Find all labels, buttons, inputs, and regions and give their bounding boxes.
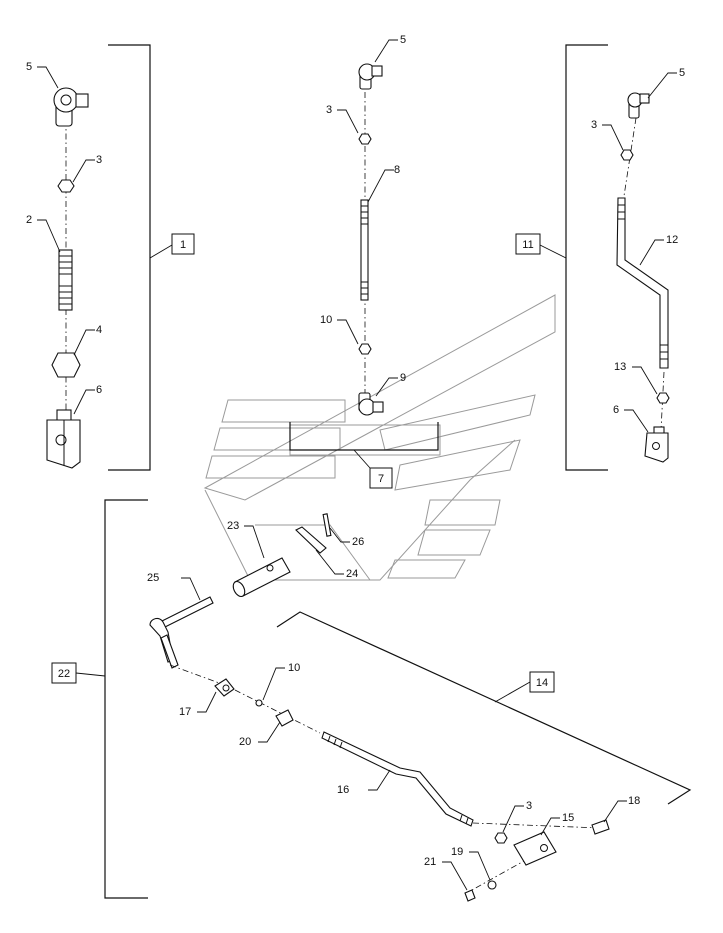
callout-3: 3 [526, 800, 532, 812]
clevis-part [644, 426, 669, 463]
threaded-stud-part [58, 249, 73, 311]
callout-26: 26 [352, 536, 364, 548]
lever-shaft-part [149, 596, 214, 669]
callout-10: 10 [320, 314, 332, 326]
group-22-bracket [104, 499, 148, 899]
group-label-box [369, 467, 393, 489]
hex-nut-part [51, 352, 81, 378]
washer-part [487, 880, 497, 890]
group-11-bracket [565, 44, 608, 471]
ball-joint-part [627, 92, 650, 119]
group-14-bracket [276, 611, 692, 805]
nut-part [494, 832, 508, 844]
nut-part [358, 133, 372, 145]
group-label-11: 11 [522, 239, 533, 251]
callout-5: 5 [26, 61, 32, 73]
callout-18: 18 [628, 795, 640, 807]
nut-part [656, 392, 670, 404]
clevis-part [46, 409, 81, 469]
ball-joint-part [358, 63, 383, 90]
callout-16: 16 [337, 784, 349, 796]
callout-2: 2 [26, 214, 32, 226]
ball-joint-part [358, 392, 384, 416]
group-7-assembly: 7 5 3 8 10 9 [289, 34, 439, 489]
arm-part [295, 526, 327, 554]
callout-19: 19 [451, 846, 463, 858]
group-22-assembly: 22 25 23 26 [51, 499, 364, 899]
washer-part [255, 699, 263, 707]
group-label-box [529, 671, 555, 693]
ball-joint-part [214, 678, 235, 697]
callout-3: 3 [96, 154, 102, 166]
callout-15: 15 [562, 812, 574, 824]
threaded-rod-part [360, 199, 369, 301]
callout-6: 6 [613, 404, 619, 416]
callout-12: 12 [666, 234, 678, 246]
callout-6: 6 [96, 384, 102, 396]
clevis-part [513, 831, 557, 866]
group-1-assembly: 1 5 3 2 4 [26, 44, 195, 471]
bent-rod-part [616, 197, 669, 369]
callout-3: 3 [591, 119, 597, 131]
group-label-box [515, 233, 541, 255]
nut-part [620, 149, 634, 161]
callout-5: 5 [679, 67, 685, 79]
callout-9: 9 [400, 372, 406, 384]
group-7-bracket [289, 422, 439, 451]
callout-24: 24 [346, 568, 358, 580]
callout-21: 21 [424, 856, 436, 868]
group-label-22: 22 [58, 668, 70, 680]
callout-3: 3 [326, 104, 332, 116]
callout-10: 10 [288, 662, 300, 674]
ball-joint-part [53, 87, 89, 127]
clevis-pin-part [591, 819, 610, 835]
watermark-logo [203, 294, 556, 581]
callout-8: 8 [394, 164, 400, 176]
callout-5: 5 [400, 34, 406, 46]
callout-25: 25 [147, 572, 159, 584]
group-1-bracket [108, 44, 151, 471]
group-14-assembly: 14 16 3 15 18 19 21 [276, 611, 692, 902]
callout-13: 13 [614, 361, 626, 373]
nut-part [57, 179, 75, 193]
pin-part [322, 513, 332, 537]
cotter-pin-part [464, 889, 476, 902]
callout-20: 20 [239, 736, 251, 748]
callout-23: 23 [227, 520, 239, 532]
nut-part [358, 343, 372, 355]
group-label-box [51, 662, 77, 684]
callout-17: 17 [179, 706, 191, 718]
bent-rod-part [321, 731, 474, 827]
group-label-box [171, 233, 195, 255]
group-label-1: 1 [180, 239, 186, 251]
group-label-7: 7 [378, 473, 384, 485]
group-label-14: 14 [536, 677, 548, 689]
callout-4: 4 [96, 324, 102, 336]
group-11-assembly: 11 5 3 12 13 6 [515, 44, 685, 471]
tube-part [232, 557, 291, 598]
